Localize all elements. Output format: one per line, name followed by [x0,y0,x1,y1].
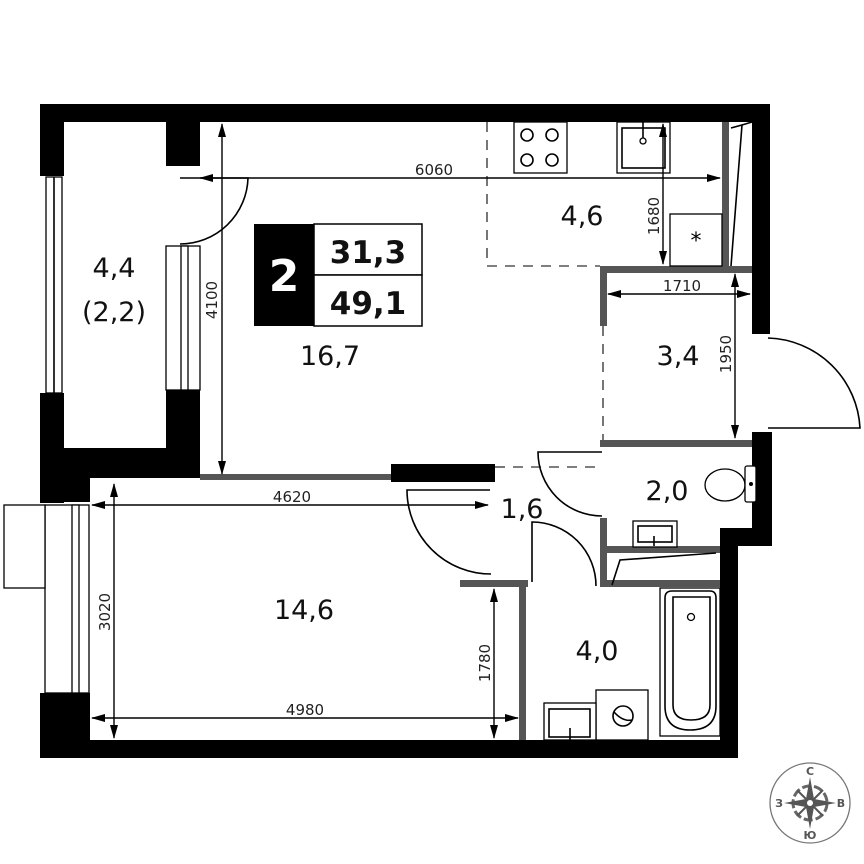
room-balcony-area: 4,4 [93,253,136,284]
zone-lines [486,122,604,468]
wc-sink-icon [632,520,678,548]
windows [3,176,201,694]
room-living-area: 16,7 [300,341,360,372]
partitions [200,122,752,740]
toilet-fixtures [611,465,757,586]
exterior-walls [40,104,772,758]
fridge-icon [669,213,723,267]
room-bedroom-area: 14,6 [274,595,334,626]
doors [179,177,861,587]
bathroom-fixtures [543,587,721,741]
total-area: 49,1 [330,286,407,322]
apartment-summary-badge: 2 31,3 49,1 [254,223,423,327]
living-area: 31,3 [330,235,407,271]
compass-north: С [806,765,814,778]
dim-kitchen-depth: 1680 [645,197,663,235]
compass-east: В [837,797,845,810]
dim-bedroom-height: 3020 [96,593,114,631]
room-corridor-area: 1,6 [501,494,544,525]
room-bathroom-area: 4,0 [576,636,619,667]
compass-west: З [775,797,783,810]
room-hallway-area: 3,4 [657,341,700,372]
kitchen-fixtures: * [513,121,753,267]
stove-icon [513,121,568,174]
rooms-count: 2 [269,251,300,302]
dim-living-height: 4100 [203,281,221,319]
compass-south: Ю [804,829,817,842]
room-kitchen-area: 4,6 [561,201,604,232]
dimension-lines [91,123,751,739]
svg-text:*: * [691,229,702,254]
toilet-icon [704,468,746,502]
dim-bedroom-right-height: 1780 [476,644,494,682]
compass-icon: С В Ю З [769,762,851,844]
dim-bedroom-width-top: 4620 [273,488,311,506]
dim-hallway-height: 1950 [717,335,735,373]
dim-living-width: 6060 [415,161,453,179]
dim-hallway-width: 1710 [663,277,701,295]
bathtub-icon [659,587,721,737]
room-toilet-area: 2,0 [646,476,689,507]
washing-machine-icon [595,689,649,741]
room-balcony-reduced-area: (2,2) [82,297,146,328]
dim-bedroom-width-bottom: 4980 [286,701,324,719]
